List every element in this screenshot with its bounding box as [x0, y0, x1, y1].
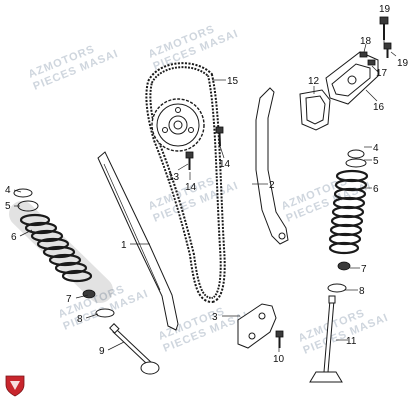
cam-sprocket-part [151, 98, 205, 152]
tensioner-gasket-part [299, 89, 331, 131]
exhaust-valve-spring-part [327, 149, 369, 293]
callout-8: 8 [359, 286, 365, 297]
callout-4: 4 [5, 185, 11, 196]
tensioner-seal-part [359, 51, 368, 58]
tensioner-spring-part [367, 59, 376, 66]
callout-16: 16 [373, 102, 385, 113]
sprocket-bolt-part [185, 151, 194, 170]
callout-6: 6 [373, 184, 379, 195]
intake-valve-spring-part [9, 188, 115, 318]
callout-2: 2 [269, 180, 275, 191]
bracket-bolt-part [275, 330, 284, 348]
intake-valve-part [109, 323, 160, 375]
callout-6: 6 [11, 232, 17, 243]
callout-labels: 1 2 3 4 5 6 7 8 9 10 11 12 13 14 14 15 1… [5, 4, 409, 365]
callout-5: 5 [5, 201, 11, 212]
callout-11: 11 [346, 336, 357, 347]
tensioner-bolt-part [383, 42, 392, 58]
callout-14: 14 [185, 182, 197, 193]
callout-14: 14 [219, 159, 231, 170]
callout-4: 4 [373, 143, 379, 154]
callout-12: 12 [308, 76, 320, 87]
callout-15: 15 [227, 76, 239, 87]
callout-7: 7 [361, 264, 367, 275]
callout-7: 7 [66, 294, 72, 305]
callout-19: 19 [379, 4, 391, 15]
callout-13: 13 [168, 172, 180, 183]
sprocket-bolt-part [215, 126, 224, 147]
tensioner-bolt-part [379, 16, 389, 40]
bracket-part [237, 303, 277, 349]
callout-17: 17 [376, 68, 388, 79]
tensioner-body-part [325, 51, 379, 105]
exhaust-valve-part [309, 295, 343, 383]
callout-19: 19 [397, 58, 409, 69]
callout-1: 1 [121, 240, 127, 251]
callout-8: 8 [77, 314, 83, 325]
callout-10: 10 [273, 354, 285, 365]
brand-shield-icon [5, 375, 25, 397]
leader-lines [13, 40, 397, 352]
callout-9: 9 [99, 346, 105, 357]
tensioner-blade-part [255, 87, 289, 245]
callout-18: 18 [360, 36, 372, 47]
callout-5: 5 [373, 156, 379, 167]
callout-3: 3 [212, 312, 218, 323]
